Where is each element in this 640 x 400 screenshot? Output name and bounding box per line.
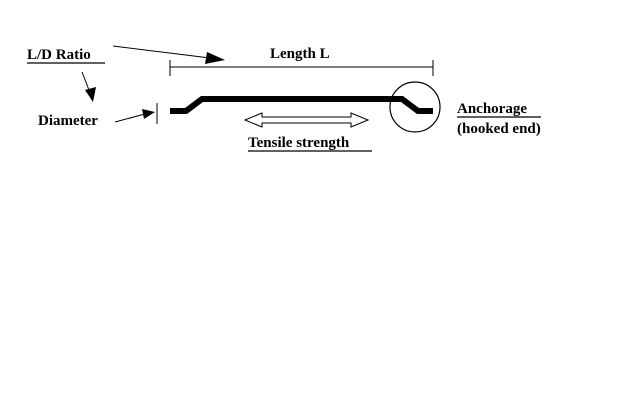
length-dimension-line [169,60,434,76]
diameter-arrow [114,109,155,123]
hooked-fiber [170,96,433,114]
length-label: Length L [270,46,330,62]
ld-to-length-arrow [112,45,225,64]
ld-to-diameter-arrow [81,71,96,102]
anchorage-circle [389,81,441,133]
hooked-end-label: (hooked end) [457,121,541,137]
ld-ratio-label: L/D Ratio [27,47,91,63]
diameter-label: Diameter [38,113,98,129]
anchorage-label: Anchorage [457,101,527,117]
tensile-double-arrow [243,112,370,128]
tensile-strength-label: Tensile strength [248,135,350,151]
